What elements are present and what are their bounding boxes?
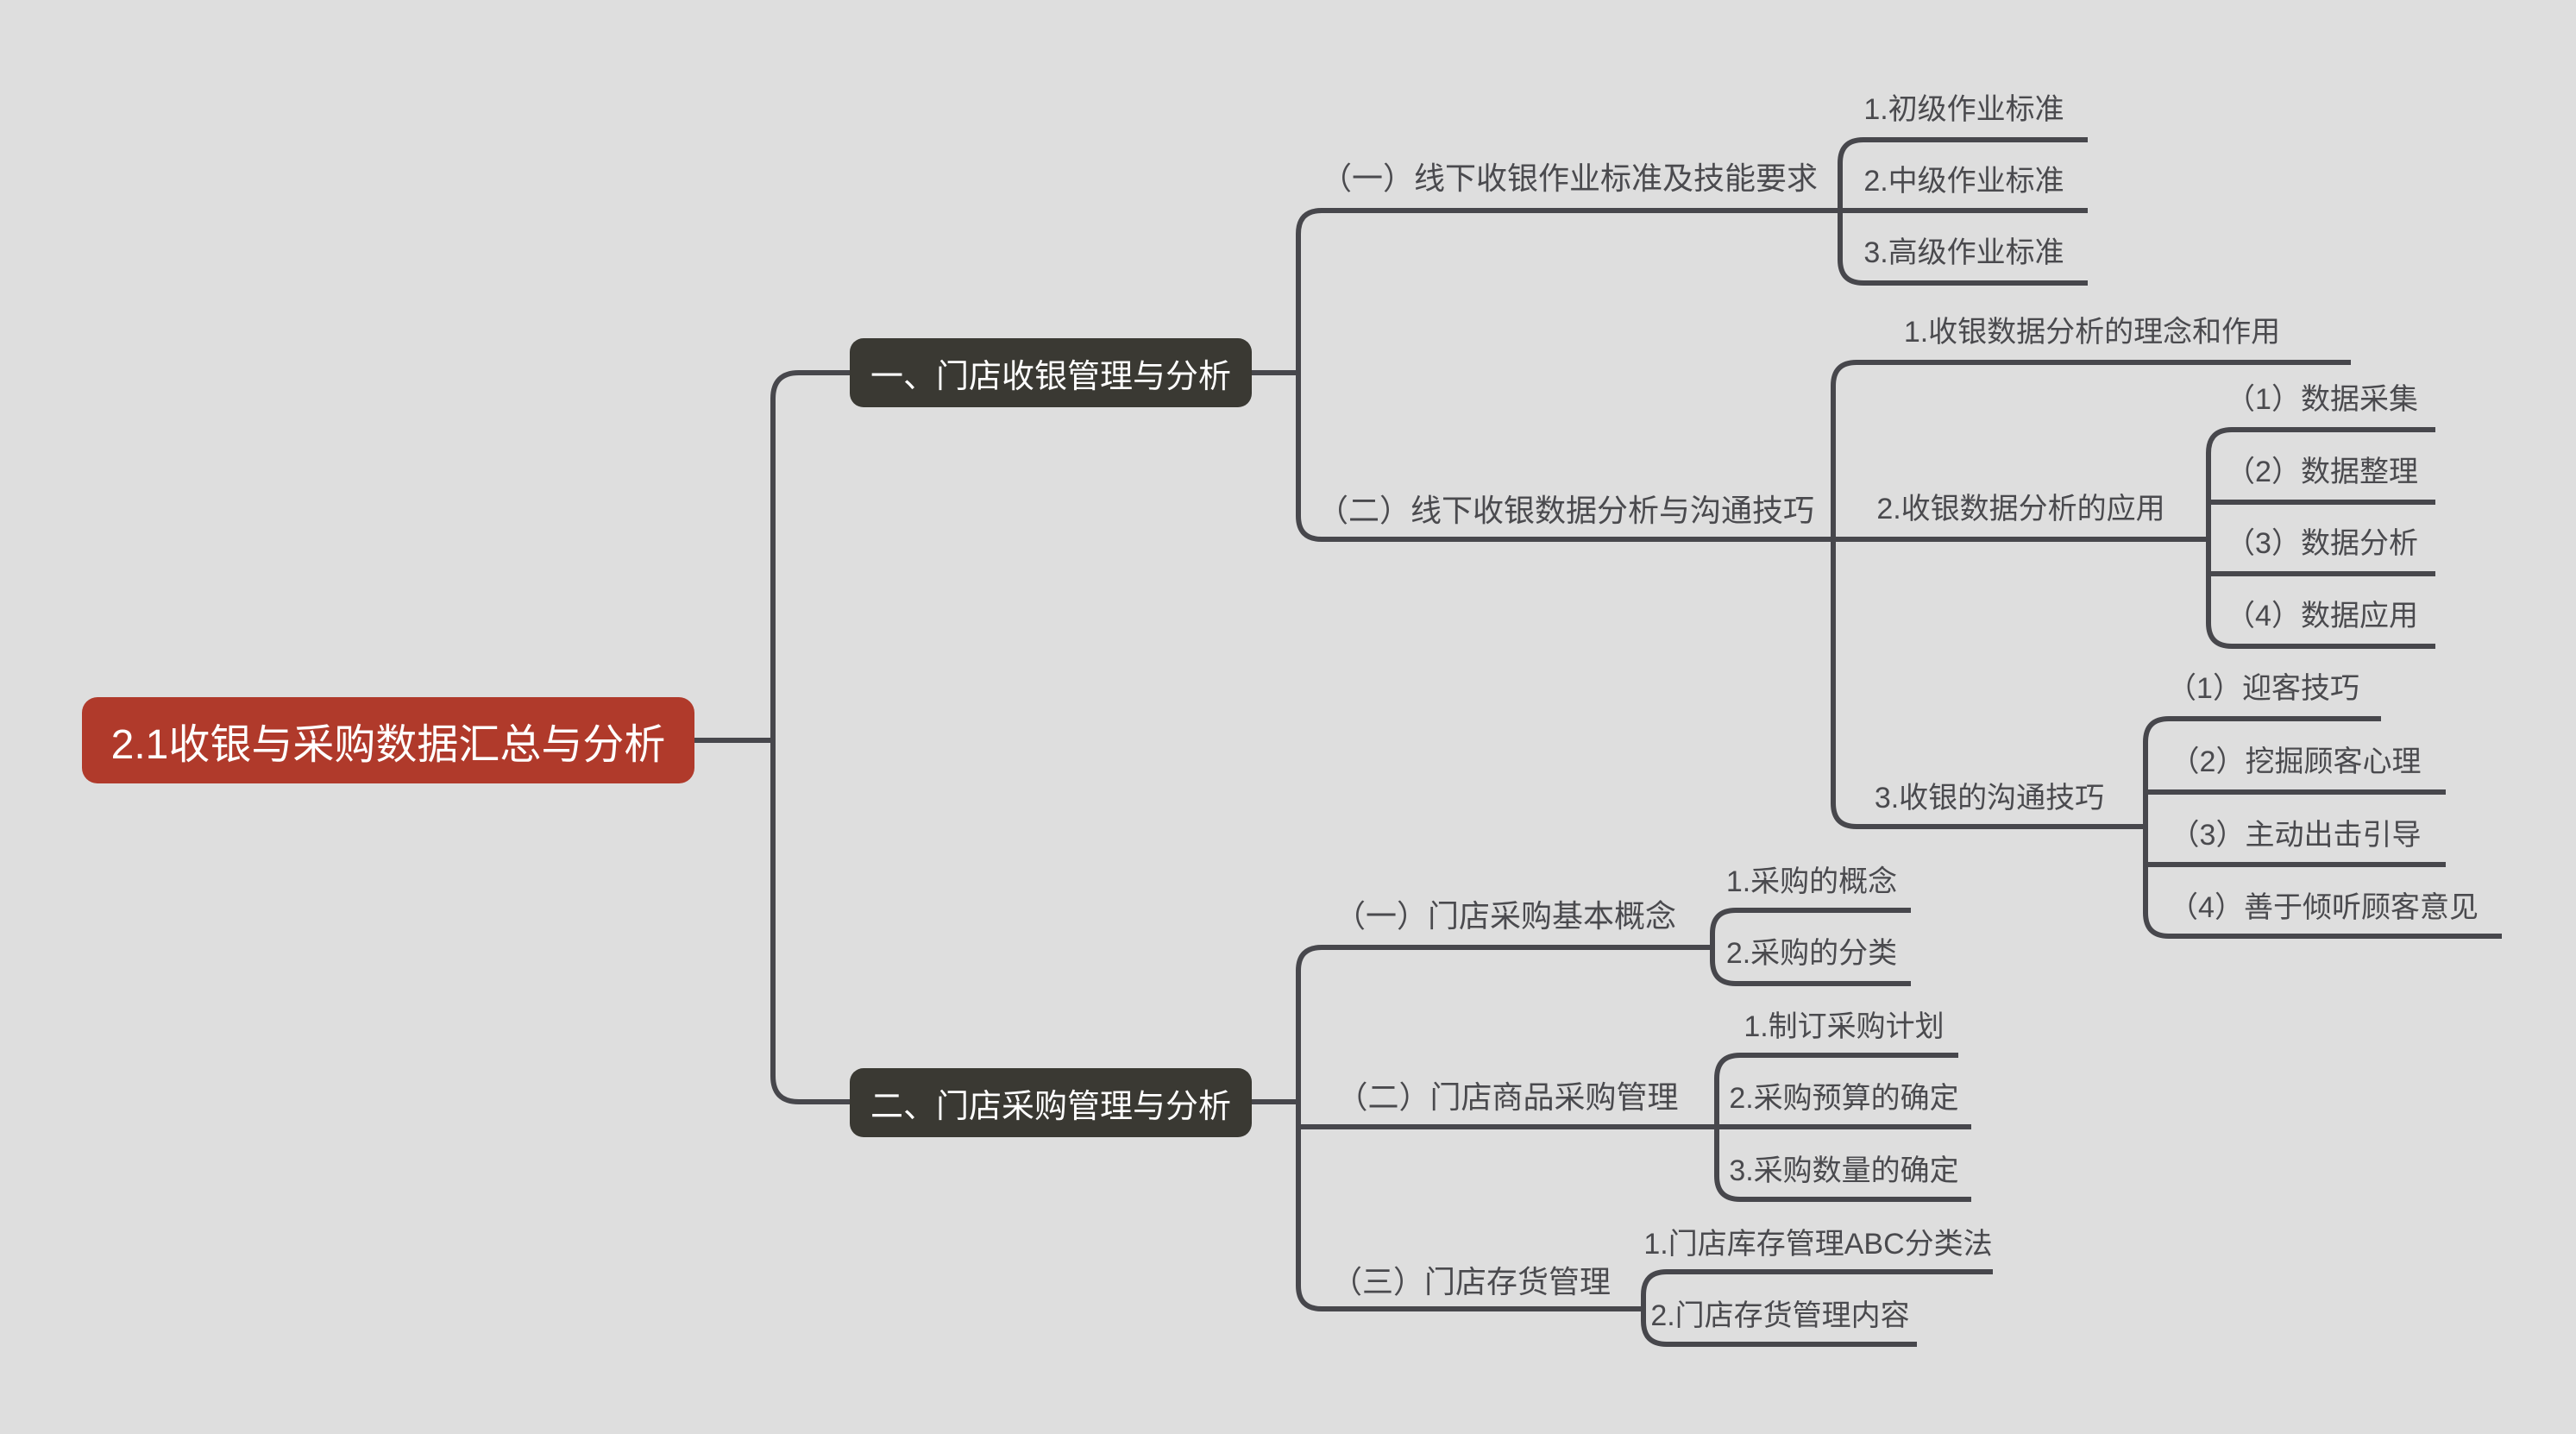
subtopic-comm-skills[interactable]: 3.收银的沟通技巧 — [1874, 782, 2105, 814]
connector-data-steps-bracket — [2206, 427, 2435, 649]
leaf-data-collect[interactable]: （1）数据采集 — [2226, 383, 2418, 416]
connector-branch1-bracket — [1296, 208, 2088, 542]
leaf-data-apply[interactable]: （4）数据应用 — [2226, 600, 2418, 632]
connector-data-analysis-bracket — [1831, 360, 2351, 829]
connector-comm-skills-bracket — [2143, 716, 2502, 939]
leaf-data-concept-role[interactable]: 1.收银数据分析的理念和作用 — [1903, 316, 2281, 349]
leaf-greet-skills[interactable]: （1）迎客技巧 — [2167, 672, 2359, 705]
leaf-purchase-types[interactable]: 2.采购的分类 — [1725, 937, 1898, 970]
connector-inventory-bracket — [1641, 1269, 1993, 1347]
subtopic-inventory-mgmt[interactable]: （三）门店存货管理 — [1330, 1264, 1611, 1299]
subtopic-data-application[interactable]: 2.收银数据分析的应用 — [1876, 493, 2165, 525]
leaf-purchase-plan[interactable]: 1.制订采购计划 — [1744, 1010, 1945, 1043]
subtopic-purchase-concept[interactable]: （一）门店采购基本概念 — [1334, 898, 1676, 934]
leaf-proactive-guide[interactable]: （3）主动出击引导 — [2170, 819, 2422, 852]
branch-topic-purchase-label: 二、门店采购管理与分析 — [870, 1088, 1231, 1125]
connector-purchase-mgmt-bracket — [1714, 1053, 1971, 1202]
leaf-listen-opinions[interactable]: （4）善于倾听顾客意见 — [2169, 891, 2479, 924]
root-topic[interactable]: 2.1收银与采购数据汇总与分析 — [82, 697, 694, 783]
connector-cashier-standards-bracket — [1838, 137, 2088, 286]
leaf-purchase-definition[interactable]: 1.采购的概念 — [1725, 865, 1898, 898]
leaf-abc-classification[interactable]: 1.门店库存管理ABC分类法 — [1643, 1228, 1993, 1261]
root-topic-label: 2.1收银与采购数据汇总与分析 — [110, 722, 666, 768]
leaf-standard-junior[interactable]: 1.初级作业标准 — [1863, 93, 2064, 126]
leaf-data-organize[interactable]: （2）数据整理 — [2226, 456, 2418, 488]
leaf-standard-senior[interactable]: 3.高级作业标准 — [1863, 236, 2064, 269]
subtopic-cashier-standards[interactable]: （一）线下收银作业标准及技能要求 — [1320, 160, 1818, 196]
subtopic-cashier-data-comm[interactable]: （二）线下收银数据分析与沟通技巧 — [1316, 493, 1814, 528]
connector-purchase-concept-bracket — [1710, 908, 1911, 986]
leaf-customer-psychology[interactable]: （2）挖掘顾客心理 — [2170, 745, 2422, 778]
leaf-inventory-content[interactable]: 2.门店存货管理内容 — [1650, 1299, 1910, 1332]
subtopic-goods-purchase-mgmt[interactable]: （二）门店商品采购管理 — [1336, 1079, 1679, 1115]
leaf-data-analyze[interactable]: （3）数据分析 — [2226, 527, 2418, 560]
branch-topic-purchase[interactable]: 二、门店采购管理与分析 — [850, 1068, 1252, 1137]
leaf-purchase-budget[interactable]: 2.采购预算的确定 — [1729, 1082, 1959, 1115]
leaf-standard-intermediate[interactable]: 2.中级作业标准 — [1863, 165, 2064, 198]
branch-topic-cashier-label: 一、门店收银管理与分析 — [870, 358, 1231, 395]
leaf-purchase-quantity[interactable]: 3.采购数量的确定 — [1729, 1154, 1959, 1187]
branch-topic-cashier[interactable]: 一、门店收银管理与分析 — [850, 338, 1252, 407]
connector-trunk — [770, 370, 850, 1104]
